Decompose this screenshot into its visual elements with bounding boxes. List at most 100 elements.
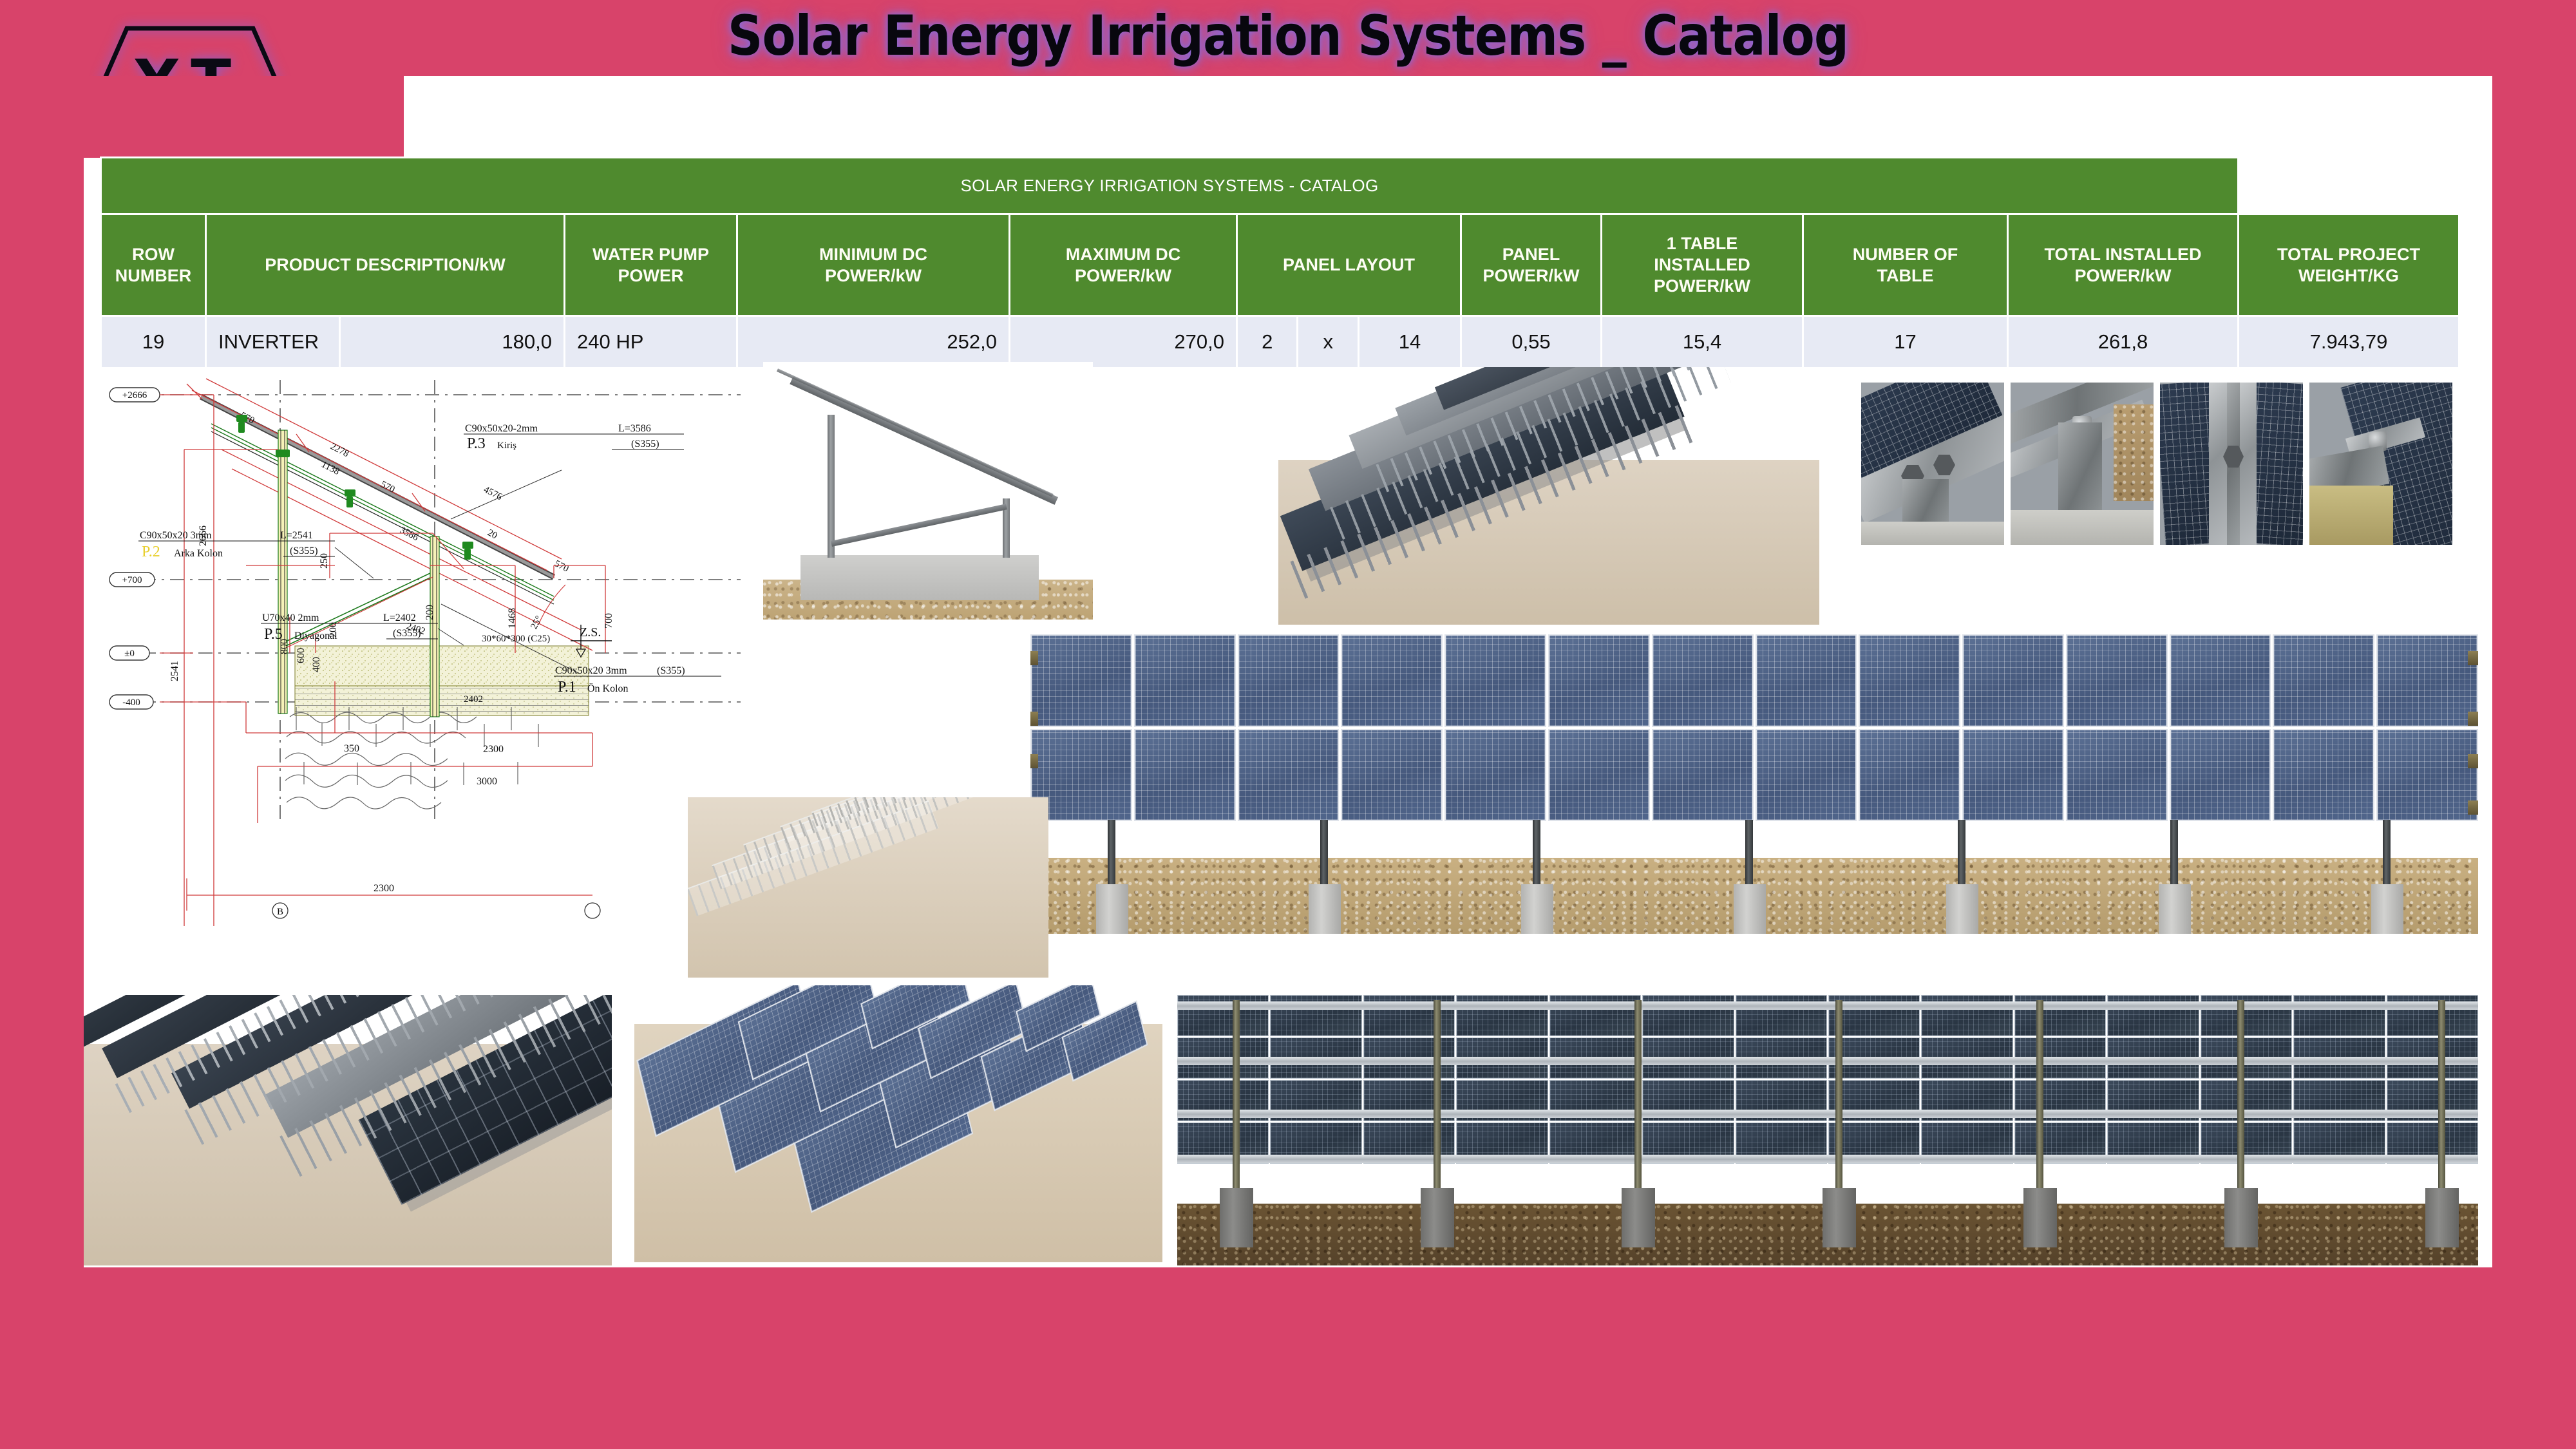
pv-module <box>2169 728 2271 821</box>
elev-2666: +2666 <box>122 390 147 401</box>
support-post <box>1320 820 1328 887</box>
concrete-footing <box>1421 1188 1454 1247</box>
header-maximum-dc-power: MAXIMUM DC POWER/kW <box>1010 215 1236 315</box>
part-p5-profile: U70x40 2mm <box>262 612 319 623</box>
dim-350: 350 <box>344 743 359 754</box>
dim-700: 700 <box>603 613 614 629</box>
part-p2-name: Arka Kolon <box>174 548 223 559</box>
front-post <box>1003 498 1010 558</box>
support-post <box>2237 1000 2244 1193</box>
part-p2-length: L=2541 <box>280 530 313 541</box>
header-one-table-l1: 1 TABLE <box>1666 234 1738 254</box>
figure-front-elevation-panel-array <box>1030 634 2478 934</box>
figure-3d-array-dark-panels <box>84 995 612 1265</box>
pv-module <box>1444 728 1546 821</box>
support-post <box>1533 820 1540 887</box>
header-product-description: PRODUCT DESCRIPTION/kW <box>207 215 564 315</box>
pv-module <box>1651 728 1754 821</box>
dim-200-b: 200 <box>424 605 435 620</box>
cell-product-power: 180,0 <box>341 317 564 367</box>
part-p5-steel: (S355) <box>393 628 421 639</box>
header-number-of-table-l1: NUMBER OF <box>1852 244 1958 264</box>
figure-side-elevation-mount <box>763 362 1093 620</box>
concrete-footing <box>1622 1188 1655 1247</box>
purlin-rail <box>776 368 1054 497</box>
detail-photo-post-bracket <box>2011 383 2154 545</box>
part-p1-name: Ön Kolon <box>587 683 629 694</box>
part-p3-id: P.3 <box>467 435 486 452</box>
header-row-number-l2: NUMBER <box>115 265 192 285</box>
support-post <box>1958 820 1965 887</box>
part-p1-profile: C90x50x20 3mm <box>555 665 627 676</box>
concrete-foundation-beam <box>800 555 1039 600</box>
detail-photo-end-clamp <box>2309 383 2452 545</box>
dim-400: 400 <box>311 657 322 672</box>
dim-4576: 4576 <box>482 484 504 502</box>
header-panel-layout: PANEL LAYOUT <box>1238 215 1460 315</box>
mounting-rail <box>1177 1155 2478 1163</box>
part-p3-steel: (S355) <box>631 439 659 450</box>
dim-2278: 2278 <box>328 441 350 459</box>
dim-3000: 3000 <box>477 776 497 787</box>
dim-2541: 2541 <box>169 661 180 681</box>
concrete-footing <box>2371 884 2403 934</box>
cell-total-installed-power: 261,8 <box>2009 317 2237 367</box>
table-row: 19 INVERTER 180,0 240 HP 252,0 270,0 2 x… <box>102 317 2458 367</box>
support-post <box>1745 820 1753 887</box>
concrete-footing <box>1096 884 1128 934</box>
dim-2300-b: 2300 <box>374 883 394 894</box>
header-total-weight-l1: TOTAL PROJECT <box>2277 244 2421 264</box>
dim-1468: 1468 <box>507 608 518 629</box>
header-number-of-table: NUMBER OF TABLE <box>1804 215 2007 315</box>
concrete-footing <box>2425 1188 2459 1247</box>
pv-module <box>2065 728 2168 821</box>
cell-panel-layout-cols: 14 <box>1359 317 1460 367</box>
concrete-footing <box>1309 884 1341 934</box>
concrete-footing <box>1220 1188 1253 1247</box>
pv-module <box>1859 634 1961 727</box>
elev-0: ±0 <box>124 649 135 659</box>
sheet-top-left-notch <box>84 76 404 158</box>
pv-module <box>1755 728 1857 821</box>
concrete-note: 30*60*300 (C25) <box>482 634 550 644</box>
support-post <box>1434 1000 1441 1193</box>
cell-number-of-table: 17 <box>1804 317 2007 367</box>
header-min-dc-l1: MINIMUM DC <box>819 244 927 264</box>
pv-module <box>1859 728 1961 821</box>
elev-700: +700 <box>122 575 142 585</box>
rear-post <box>828 415 835 558</box>
concrete-footing <box>1734 884 1766 934</box>
part-p2-profile: C90x50x20 3mm <box>140 530 212 541</box>
header-water-pump-power: WATER PUMP POWER <box>565 215 736 315</box>
header-water-pump-l1: WATER PUMP <box>592 244 709 264</box>
table-banner-row: SOLAR ENERGY IRRIGATION SYSTEMS - CATALO… <box>102 158 2458 213</box>
header-one-table-installed-power: 1 TABLE INSTALLED POWER/kW <box>1602 215 1802 315</box>
header-minimum-dc-power: MINIMUM DC POWER/kW <box>738 215 1009 315</box>
cell-product-description: INVERTER <box>207 317 339 367</box>
end-clip <box>2468 800 2478 815</box>
header-water-pump-l2: POWER <box>618 265 684 285</box>
header-total-installed-l2: POWER/kW <box>2074 265 2172 285</box>
end-clip <box>1030 651 1038 665</box>
part-p2-id: P.2 <box>142 544 160 560</box>
elev-neg400: -400 <box>122 697 140 708</box>
pv-module <box>1237 728 1340 821</box>
part-p5-length: L=2402 <box>383 612 416 623</box>
support-post <box>1634 1000 1642 1193</box>
detail-photo-mid-clamp-rail <box>2160 383 2303 545</box>
concrete-footing <box>1823 1188 1856 1247</box>
label-zs: Z.S. <box>580 625 601 639</box>
rail-set <box>1177 995 2478 1164</box>
header-panel-power: PANEL POWER/kW <box>1462 215 1600 315</box>
panel-grid <box>1030 634 2478 821</box>
part-p5-id: P.5 <box>264 626 283 643</box>
concrete-footing <box>2159 884 2191 934</box>
pv-module <box>2376 634 2478 727</box>
dim-2402-b: 2402 <box>464 694 483 705</box>
header-total-installed-l1: TOTAL INSTALLED <box>2044 244 2202 264</box>
support-post <box>1108 820 1115 887</box>
dim-600: 600 <box>296 648 307 663</box>
figure-3d-array-steel-tables <box>1278 367 1819 625</box>
cell-water-pump-power: 240 HP <box>565 317 736 367</box>
header-max-dc-l1: MAXIMUM DC <box>1065 244 1181 264</box>
